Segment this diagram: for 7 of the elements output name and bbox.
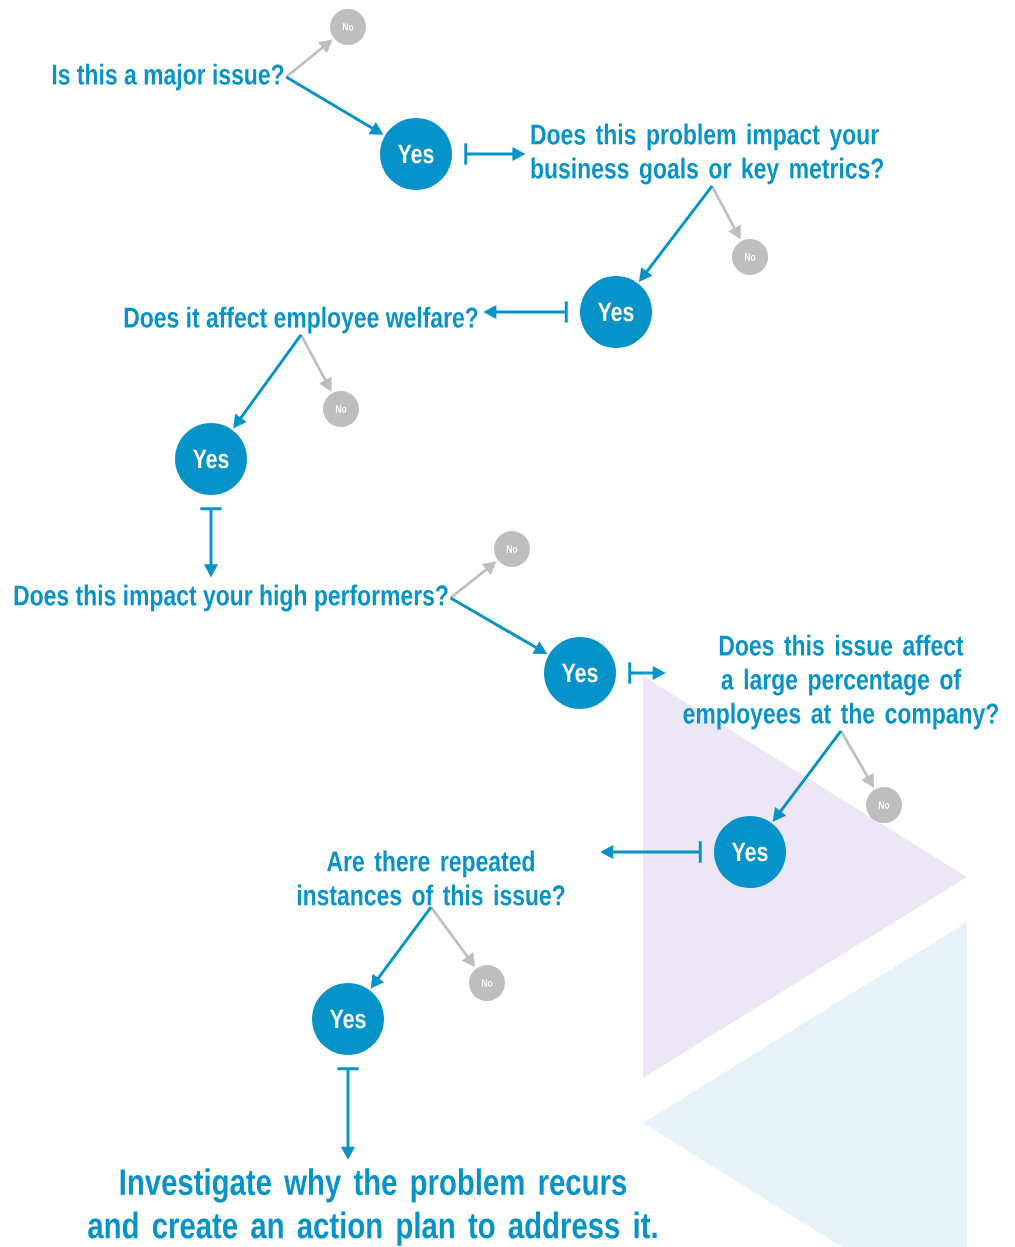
question-text: Is this a major issue? — [52, 63, 284, 91]
question-text: Does it affect employee welfare? — [124, 306, 478, 334]
question-text: Are there repeated instances of this issue? — [297, 850, 565, 906]
conclusion-text: Investigate why the problem recurs and create an action plan to address it. — [88, 1168, 657, 1246]
question-text: Does this issue affect a large percentage of employees at the company? — [683, 634, 998, 730]
question-text: Does this impact your high performers? — [14, 584, 448, 612]
question-text: Does this problem impact your business goals or key metrics? — [531, 123, 883, 185]
